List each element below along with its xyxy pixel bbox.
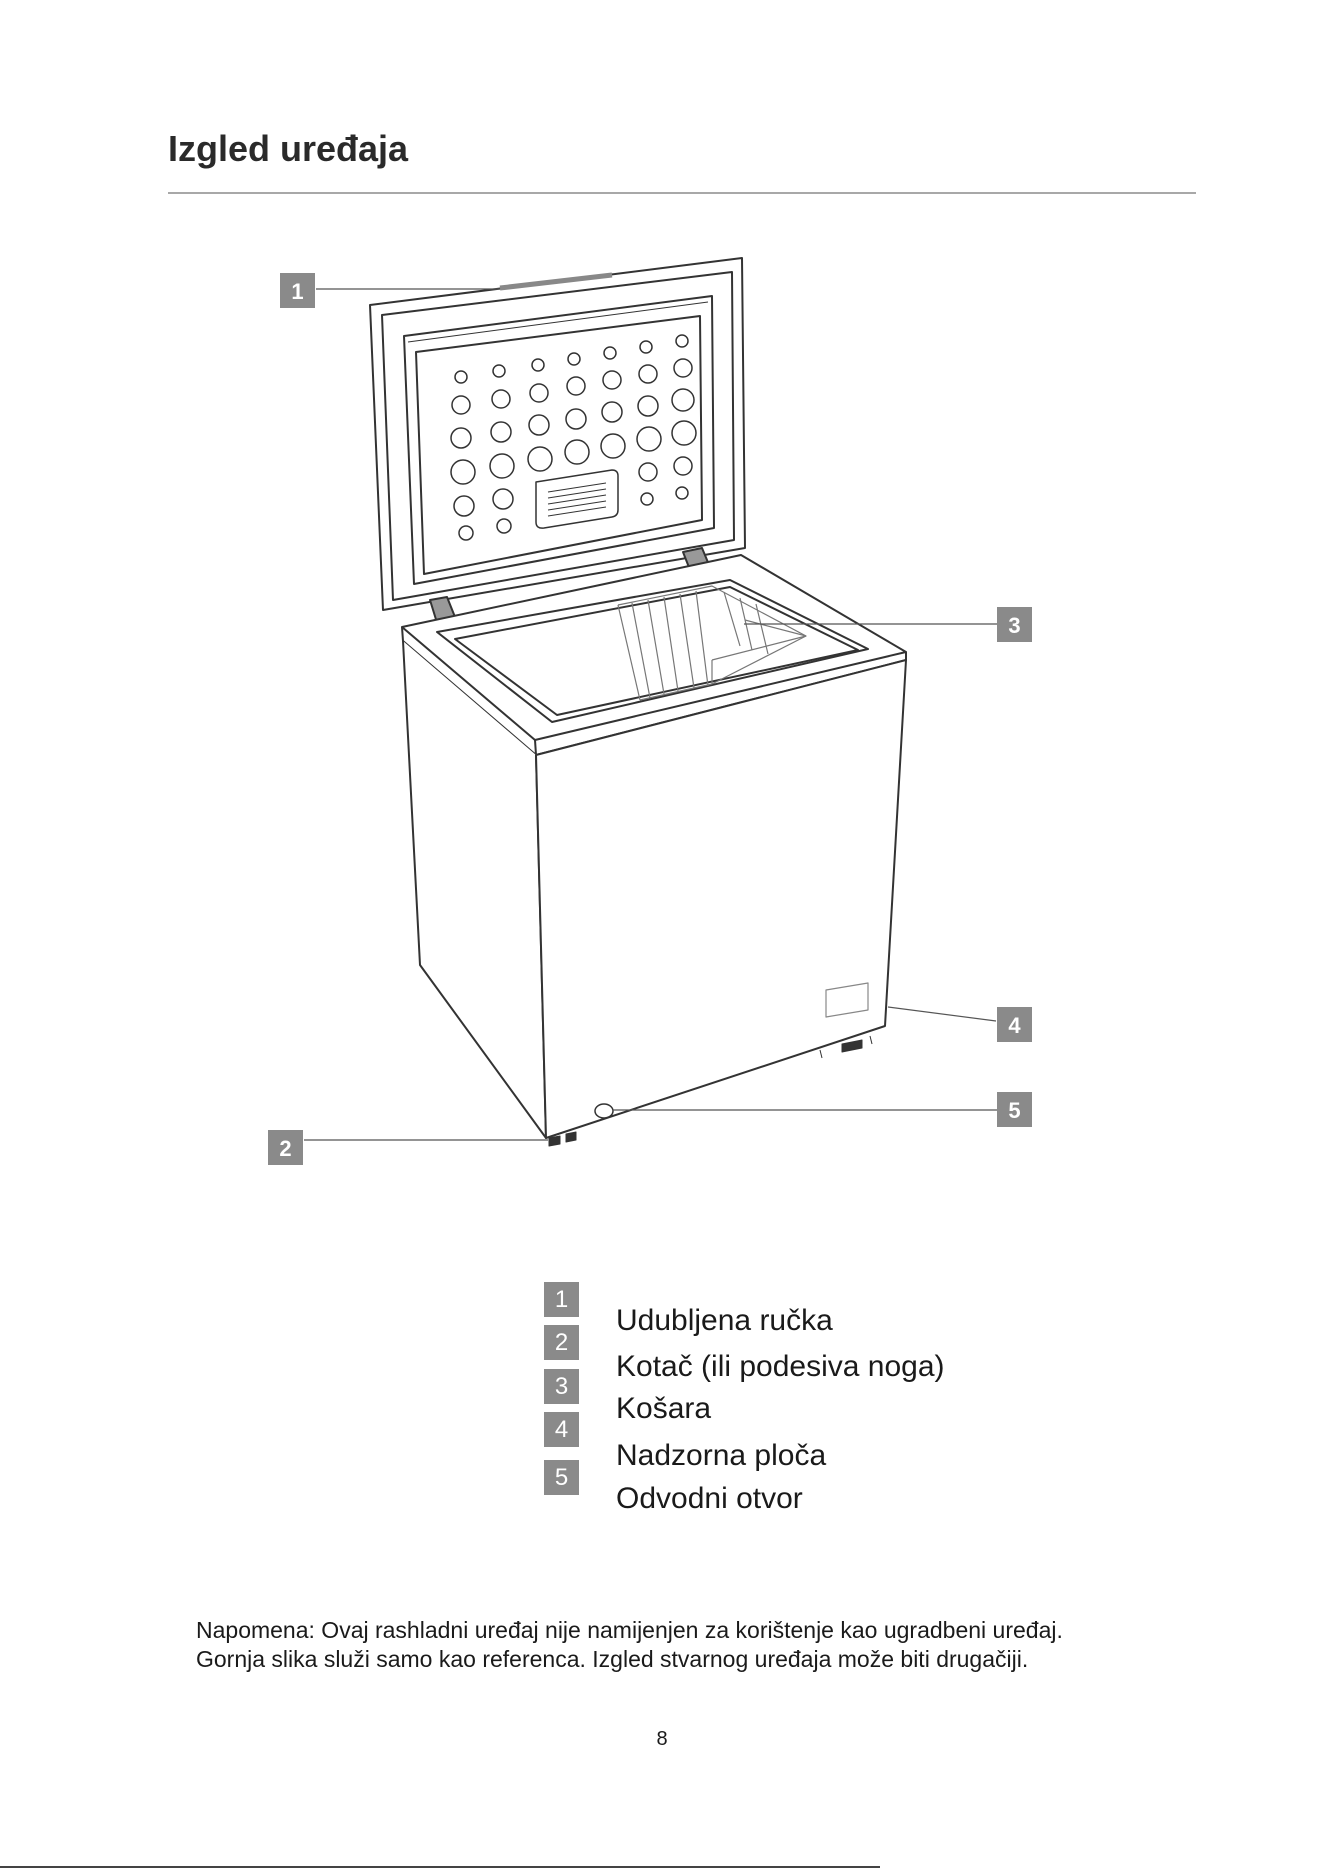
legend-label-2: Kotač (ili podesiva noga) — [616, 1350, 945, 1384]
legend: 1 2 3 4 5 Udubljena ručka Kotač (ili pod… — [544, 1282, 1044, 1522]
legend-number-2: 2 — [544, 1325, 579, 1360]
note: Napomena: Ovaj rashladni uređaj nije nam… — [196, 1616, 1196, 1674]
legend-label-3: Košara — [616, 1392, 711, 1426]
freezer-illustration — [370, 258, 906, 1146]
bottom-divider — [0, 1866, 880, 1868]
callout-3: 3 — [997, 607, 1032, 642]
callout-1: 1 — [280, 273, 315, 308]
callout-2: 2 — [268, 1130, 303, 1165]
svg-text:3: 3 — [1008, 613, 1020, 638]
legend-number-4: 4 — [544, 1412, 579, 1447]
callout-4: 4 — [997, 1007, 1032, 1042]
page-number: 8 — [0, 1728, 1324, 1751]
svg-text:5: 5 — [1008, 1098, 1020, 1123]
note-line-1: Napomena: Ovaj rashladni uređaj nije nam… — [196, 1616, 1196, 1645]
legend-number-3: 3 — [544, 1369, 579, 1404]
svg-text:2: 2 — [279, 1136, 291, 1161]
legend-label-1: Udubljena ručka — [616, 1304, 833, 1338]
callout-5: 5 — [997, 1092, 1032, 1127]
legend-number-1: 1 — [544, 1282, 579, 1317]
note-line-2: Gornja slika služi samo kao referenca. I… — [196, 1645, 1196, 1674]
svg-text:1: 1 — [291, 279, 303, 304]
legend-number-5: 5 — [544, 1460, 579, 1495]
svg-text:4: 4 — [1008, 1013, 1021, 1038]
legend-label-5: Odvodni otvor — [616, 1482, 803, 1516]
legend-label-4: Nadzorna ploča — [616, 1439, 826, 1473]
